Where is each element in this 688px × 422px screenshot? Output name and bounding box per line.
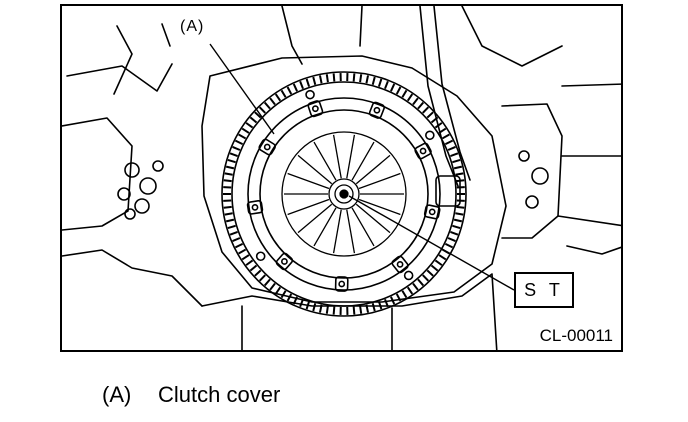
- leader-a: [209, 43, 275, 135]
- bolt-left-4: [134, 198, 150, 214]
- callout-a: (A): [180, 18, 205, 35]
- bolt-left-3: [117, 187, 131, 201]
- special-tool-label: S T: [514, 272, 574, 308]
- cable-tube: [419, 6, 459, 187]
- figure-id: CL-00011: [539, 326, 613, 345]
- engine-block-right: [501, 103, 563, 239]
- bell-housing: [201, 55, 507, 303]
- legend-label: Clutch cover: [158, 382, 281, 407]
- leader-st: [348, 195, 515, 291]
- leader-lines: [209, 43, 515, 291]
- bolt-left-6: [152, 160, 164, 172]
- bolt-right-1: [531, 167, 549, 185]
- diaphragm-spring: [281, 131, 407, 257]
- lower-housing: [201, 273, 498, 350]
- engine-block-left: [62, 117, 133, 231]
- clutch-cover: [246, 89, 441, 292]
- bolt-right-2: [518, 150, 530, 162]
- legend-key: (A): [102, 382, 132, 407]
- bolt-right-3: [525, 195, 539, 209]
- flywheel-ring-gear: [221, 71, 467, 317]
- clutch-illustration: [62, 6, 621, 350]
- bolt-left-1: [124, 162, 140, 178]
- bolt-left-5: [124, 208, 136, 220]
- bolt-left-2: [139, 177, 157, 195]
- legend: (A) Clutch cover: [102, 382, 280, 408]
- connector: [435, 175, 461, 207]
- figure-frame: (A) S T CL-00011: [60, 4, 623, 352]
